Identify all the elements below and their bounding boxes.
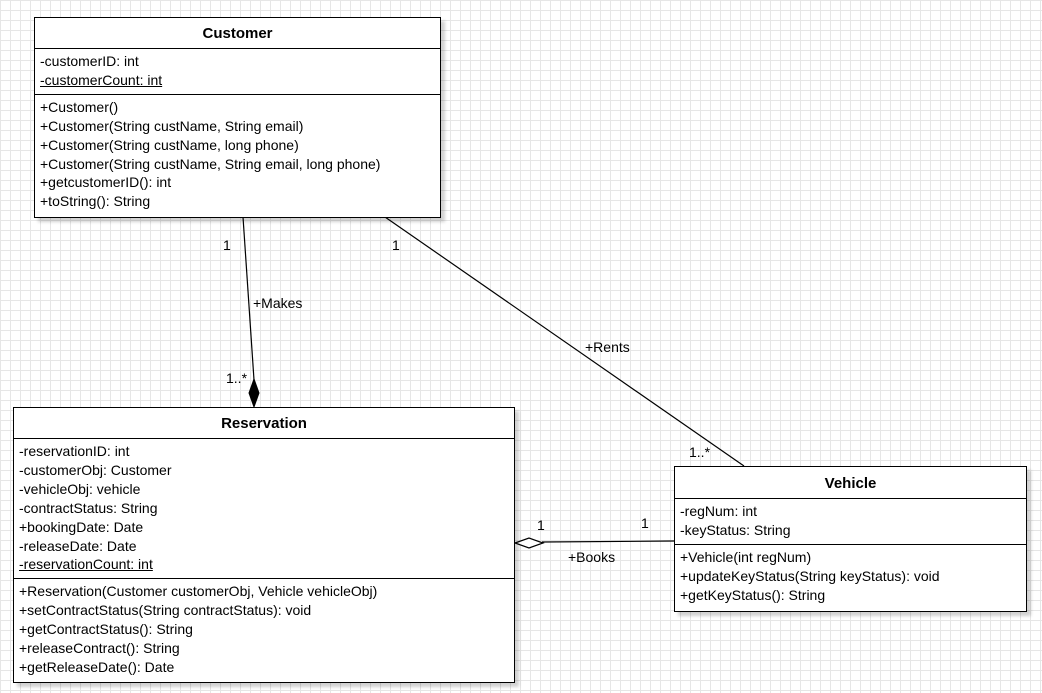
books-target-multiplicity: 1 [641,515,649,531]
reservation-operation: +getContractStatus(): String [19,621,193,638]
customer-operations: +Customer() +Customer(String custName, S… [35,95,440,215]
customer-operation: +getcustomerID(): int [40,174,172,191]
reservation-class[interactable]: Reservation -reservationID: int -custome… [13,407,515,683]
vehicle-class[interactable]: Vehicle -regNum: int -keyStatus: String … [674,466,1027,612]
makes-source-multiplicity: 1 [223,237,231,253]
customer-attribute-static: -customerCount: int [40,71,163,88]
rents-source-multiplicity: 1 [392,237,400,253]
rents-association-label: +Rents [585,339,630,355]
customer-class-name: Customer [35,18,440,49]
reservation-attribute: -releaseDate: Date [19,537,137,554]
reservation-attribute: -reservationID: int [19,443,130,459]
reservation-attributes: -reservationID: int -customerObj: Custom… [14,439,514,580]
customer-attribute: -customerID: int [40,53,139,69]
customer-operation: +Customer() [40,98,119,115]
reservation-attribute: +bookingDate: Date [19,518,144,535]
makes-association-line [242,216,255,381]
customer-operation: +toString(): String [40,193,151,210]
customer-class[interactable]: Customer -customerID: int -customerCount… [34,17,441,218]
customer-operation: +Customer(String custName, String email) [40,117,304,134]
books-source-multiplicity: 1 [537,517,545,533]
vehicle-attribute: -keyStatus: String [680,521,791,538]
reservation-attribute: -customerObj: Customer [19,461,172,478]
vehicle-class-name: Vehicle [675,467,1026,499]
reservation-operations: +Reservation(Customer customerObj, Vehic… [14,579,514,681]
reservation-operation: +setContractStatus(String contractStatus… [19,602,312,619]
customer-operation: +Customer(String custName, long phone) [40,136,299,153]
makes-target-multiplicity: 1..* [226,370,248,386]
reservation-operation: +Reservation(Customer customerObj, Vehic… [19,583,378,600]
books-association-line [541,540,675,543]
rents-association-line [384,216,745,467]
customer-operation: +Customer(String custName, String email,… [40,155,381,172]
reservation-attribute: -contractStatus: String [19,499,158,516]
composition-diamond [248,377,260,409]
reservation-operation: +getReleaseDate(): Date [19,658,175,675]
vehicle-operation: +updateKeyStatus(String keyStatus): void [680,567,940,584]
vehicle-operation: +getKeyStatus(): String [680,586,826,603]
reservation-attribute: -vehicleObj: vehicle [19,480,141,497]
vehicle-operations: +Vehicle(int regNum) +updateKeyStatus(St… [675,545,1026,609]
reservation-attribute-static: -reservationCount: int [19,556,153,573]
vehicle-attributes: -regNum: int -keyStatus: String [675,499,1026,545]
makes-association-label: +Makes [253,295,303,311]
aggregation-diamond [513,537,545,549]
vehicle-operation: +Vehicle(int regNum) [680,548,812,565]
customer-attributes: -customerID: int -customerCount: int [35,49,440,95]
reservation-class-name: Reservation [14,408,514,439]
reservation-operation: +releaseContract(): String [19,640,180,657]
rents-target-multiplicity: 1..* [689,444,711,460]
vehicle-attribute: -regNum: int [680,503,758,519]
books-association-label: +Books [568,549,616,565]
